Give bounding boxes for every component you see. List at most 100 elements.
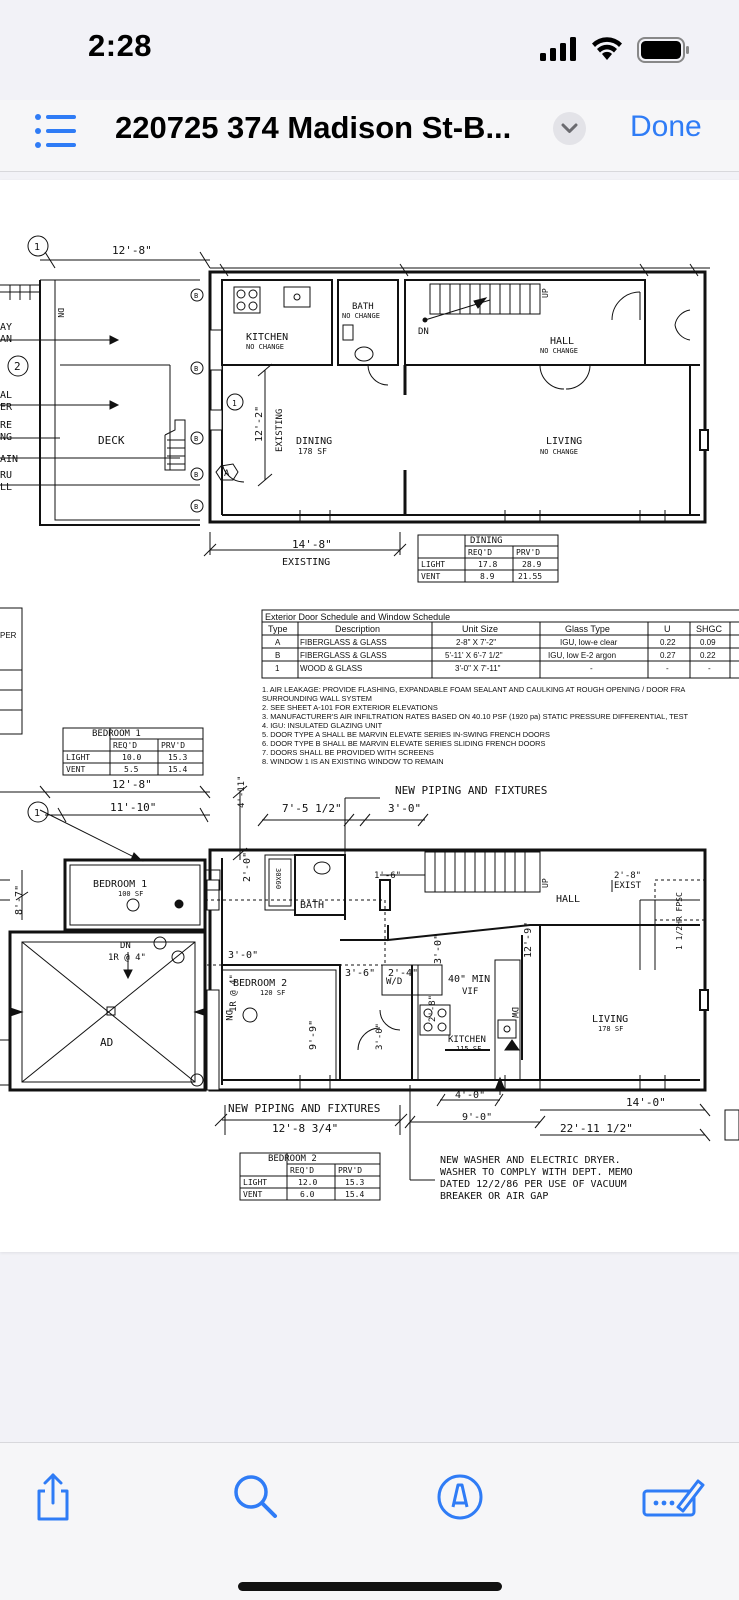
- svg-text:2'-0": 2'-0": [242, 852, 253, 882]
- svg-text:SHGC: SHGC: [696, 624, 723, 634]
- svg-text:DATED 12/2/86 PER USE OF VACUU: DATED 12/2/86 PER USE OF VACUUM: [440, 1179, 627, 1190]
- svg-text:178 SF: 178 SF: [298, 447, 327, 456]
- svg-text:0.27: 0.27: [660, 651, 676, 660]
- svg-text:4. IGU: INSULATED GLAZING UN: 4. IGU: INSULATED GLAZING UNIT: [262, 721, 383, 730]
- title-menu-button[interactable]: [553, 112, 586, 145]
- svg-text:3'-0" X 7'-11": 3'-0" X 7'-11": [455, 664, 501, 673]
- signature-button[interactable]: [640, 1469, 706, 1525]
- svg-text:RE: RE: [0, 420, 12, 431]
- svg-text:LIGHT: LIGHT: [243, 1178, 267, 1187]
- svg-text:NEW WASHER AND ELECTRIC DRYER.: NEW WASHER AND ELECTRIC DRYER.: [440, 1155, 621, 1166]
- svg-text:1: 1: [34, 808, 40, 819]
- bedroom1-label: BEDROOM 1: [93, 879, 147, 890]
- svg-text:5.5: 5.5: [124, 765, 139, 774]
- svg-text:Type: Type: [268, 624, 288, 634]
- svg-text:LIGHT: LIGHT: [421, 560, 445, 569]
- svg-text:9'-0": 9'-0": [462, 1112, 492, 1123]
- svg-text:DN: DN: [223, 1010, 233, 1021]
- svg-text:17.8: 17.8: [478, 560, 497, 569]
- svg-text:10.0: 10.0: [122, 753, 141, 762]
- list-icon[interactable]: [34, 113, 78, 149]
- signature-icon: [642, 1479, 705, 1517]
- living-label: LIVING: [546, 436, 582, 447]
- svg-text:Glass Type: Glass Type: [565, 624, 610, 634]
- living-lower-label: LIVING: [592, 1014, 628, 1025]
- svg-text:REQ'D: REQ'D: [290, 1166, 314, 1175]
- document-title[interactable]: 220725 374 Madison St-B...: [115, 110, 512, 145]
- svg-text:9'-9": 9'-9": [308, 1020, 319, 1050]
- svg-text:8'-7": 8'-7": [14, 885, 25, 915]
- svg-text:SURROUNDING WALL SYSTEM: SURROUNDING WALL SYSTEM: [262, 694, 372, 703]
- svg-text:6.0: 6.0: [300, 1190, 315, 1199]
- svg-text:3'-6": 3'-6": [345, 968, 375, 979]
- svg-text:WOOD & GLASS: WOOD & GLASS: [300, 664, 362, 673]
- svg-text:VENT: VENT: [243, 1190, 262, 1199]
- svg-text:A: A: [224, 469, 230, 479]
- svg-text:IGU, low E-2 argon: IGU, low E-2 argon: [548, 651, 616, 660]
- svg-text:VIF: VIF: [462, 987, 478, 997]
- svg-text:15.4: 15.4: [345, 1190, 364, 1199]
- hall-label: HALL: [550, 336, 574, 347]
- svg-text:BEDROOM 2: BEDROOM 2: [268, 1154, 317, 1164]
- svg-text:1. AIR LEAKAGE: PROVIDE FLAS: 1. AIR LEAKAGE: PROVIDE FLASHING, EXPAND…: [262, 685, 685, 694]
- svg-text:NO CHANGE: NO CHANGE: [540, 448, 578, 456]
- search-button[interactable]: [228, 1469, 284, 1525]
- tag-2: 2: [14, 360, 21, 373]
- svg-text:1: 1: [232, 399, 237, 408]
- svg-text:WASHER TO COMPLY WITH DEPT. ME: WASHER TO COMPLY WITH DEPT. MEMO: [440, 1167, 633, 1178]
- svg-text:FIBERGLASS & GLASS: FIBERGLASS & GLASS: [300, 651, 387, 660]
- dining-label: DINING: [296, 436, 332, 447]
- tag-1-upper: 1: [34, 242, 40, 253]
- svg-text:7. DOORS SHALL BE PROVIDED W: 7. DOORS SHALL BE PROVIDED WITH SCREENS: [262, 748, 434, 757]
- svg-text:AY: AY: [0, 322, 12, 333]
- svg-text:REQ'D: REQ'D: [468, 548, 492, 557]
- done-button[interactable]: Done: [630, 110, 702, 143]
- pdf-page[interactable]: 12'-8" 1 2 AY AN AL ER RE NG AIN RU LL D…: [0, 180, 739, 1252]
- svg-text:1R @ 4": 1R @ 4": [229, 974, 239, 1012]
- svg-text:B: B: [194, 435, 198, 443]
- svg-text:5'-11' X 6'-7 1/2": 5'-11' X 6'-7 1/2": [445, 651, 503, 660]
- svg-text:AIN: AIN: [0, 454, 18, 465]
- svg-text:BEDROOM 1: BEDROOM 1: [92, 729, 141, 739]
- svg-text:VENT: VENT: [421, 572, 440, 581]
- status-bar: 2:28: [0, 0, 739, 100]
- svg-text:2'-8": 2'-8": [428, 995, 438, 1022]
- svg-text:8. WINDOW 1 IS AN EXISTING W: 8. WINDOW 1 IS AN EXISTING WINDOW TO REM…: [262, 757, 444, 766]
- svg-text:3. MANUFACTURER'S AIR INFILT: 3. MANUFACTURER'S AIR INFILTRATION RATES…: [262, 712, 689, 721]
- markup-button[interactable]: [432, 1469, 488, 1525]
- svg-text:-: -: [666, 664, 669, 673]
- svg-text:3'-0": 3'-0": [375, 1023, 385, 1050]
- svg-text:3'-0": 3'-0": [433, 934, 444, 964]
- svg-text:VENT: VENT: [66, 765, 85, 774]
- svg-text:RU: RU: [0, 470, 12, 481]
- svg-text:NO CHANGE: NO CHANGE: [246, 343, 284, 351]
- floor-plan-drawing: 12'-8" 1 2 AY AN AL ER RE NG AIN RU LL D…: [0, 235, 739, 1202]
- svg-text:2'-8": 2'-8": [614, 871, 641, 881]
- svg-text:100 SF: 100 SF: [118, 890, 143, 898]
- svg-text:15.3: 15.3: [345, 1178, 364, 1187]
- battery-icon: [637, 37, 689, 63]
- svg-text:NO CHANGE: NO CHANGE: [540, 347, 578, 355]
- svg-text:A: A: [275, 638, 281, 647]
- svg-text:22'-11 1/2": 22'-11 1/2": [560, 1122, 633, 1135]
- share-button[interactable]: [25, 1469, 81, 1525]
- svg-text:120 SF: 120 SF: [260, 989, 285, 997]
- deck-label: DECK: [98, 434, 125, 447]
- svg-text:0.22: 0.22: [660, 638, 676, 647]
- svg-text:178 SF: 178 SF: [598, 1025, 623, 1033]
- svg-text:12'-8": 12'-8": [112, 778, 152, 791]
- svg-text:-: -: [708, 664, 711, 673]
- svg-text:2-8" X 7'-2": 2-8" X 7'-2": [456, 638, 496, 647]
- schedule-title: Exterior Door Schedule and Window Schedu…: [265, 612, 450, 622]
- svg-text:4'-11": 4'-11": [237, 775, 247, 808]
- svg-text:ER: ER: [0, 402, 13, 413]
- svg-text:DN: DN: [120, 941, 131, 951]
- svg-text:1: 1: [275, 664, 280, 673]
- svg-text:AD: AD: [100, 1036, 113, 1049]
- bath-label: BATH: [352, 302, 374, 312]
- search-icon: [234, 1475, 277, 1518]
- home-indicator[interactable]: [238, 1582, 502, 1591]
- svg-text:12.0: 12.0: [298, 1178, 317, 1187]
- svg-text:11'-10": 11'-10": [110, 801, 156, 814]
- svg-text:B: B: [275, 651, 280, 660]
